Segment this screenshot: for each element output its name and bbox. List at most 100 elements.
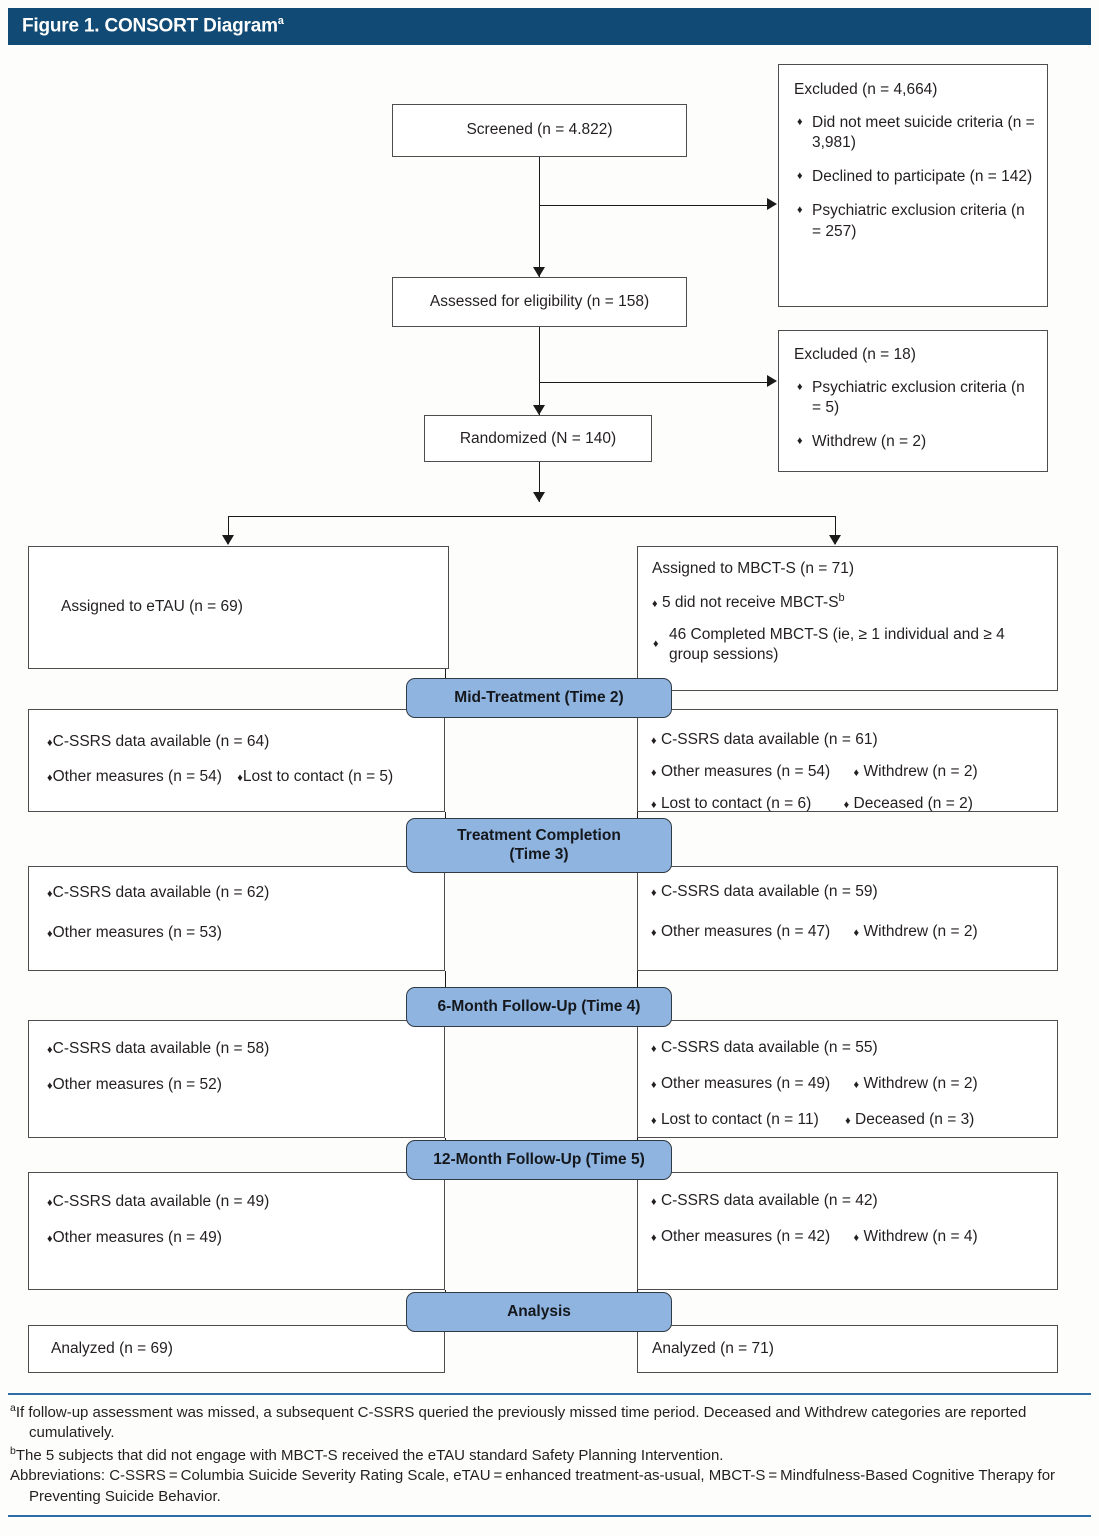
row-line: ♦ C-SSRS data available (n = 59): [651, 883, 878, 901]
bullet-icon: ♦: [653, 638, 659, 650]
arrowhead-randomized-split: [533, 492, 545, 502]
bullet-icon: ♦: [651, 735, 657, 747]
row-text: C-SSRS data available (n = 62): [52, 884, 270, 901]
row-line: ♦ C-SSRS data available (n = 61): [651, 731, 878, 749]
row-line: ♦C-SSRS data available (n = 62): [47, 884, 269, 902]
box-mid-treatment-right: ♦ C-SSRS data available (n = 61) ♦ Other…: [637, 709, 1058, 812]
row-text: Other measures (n = 54): [660, 763, 831, 780]
box-assigned-mbcts-item-1: ♦ 5 did not receive MBCT-Sb: [652, 592, 845, 612]
row-text: C-SSRS data available (n = 59): [660, 883, 878, 900]
row-text: Other measures (n = 42): [660, 1228, 831, 1245]
box-twelve-month-left: ♦C-SSRS data available (n = 49) ♦Other m…: [28, 1172, 445, 1290]
row-line: ♦C-SSRS data available (n = 49): [47, 1193, 269, 1211]
list-item: Psychiatric exclusion criteria (n = 257): [796, 201, 1037, 241]
figure-title-superscript: a: [277, 15, 284, 28]
stage-treatment-completion: Treatment Completion (Time 3): [406, 818, 672, 873]
row-text: Lost to contact (n = 11): [660, 1111, 819, 1128]
box-assigned-etau: Assigned to eTAU (n = 69): [28, 546, 449, 669]
bullet-icon: ♦: [47, 737, 53, 749]
box-assigned-mbcts-item-1-text: 5 did not receive MBCT-S: [661, 594, 839, 612]
footnote-abbreviations: Abbreviations: C-SSRS = Columbia Suicide…: [8, 1466, 1091, 1507]
connector-screened-to-assessed: [539, 157, 540, 277]
bullet-icon: ♦: [651, 767, 657, 779]
arrowhead-randomized: [533, 405, 545, 415]
row-text: C-SSRS data available (n = 58): [52, 1040, 270, 1057]
row-line: ♦C-SSRS data available (n = 58): [47, 1040, 269, 1058]
row-text: C-SSRS data available (n = 42): [660, 1192, 878, 1209]
box-assessed-eligibility: Assessed for eligibility (n = 158): [392, 277, 687, 327]
stage-analysis-label: Analysis: [507, 1302, 571, 1320]
box-assigned-mbcts-item-2-text: 46 Completed MBCT-S (ie, ≥ 1 individual …: [669, 626, 1005, 664]
box-excluded-2-heading: Excluded (n = 18): [794, 346, 916, 363]
bullet-icon: ♦: [47, 1233, 53, 1245]
bullet-icon: ♦: [651, 799, 657, 811]
bullet-icon: ♦: [651, 1079, 657, 1091]
bullet-icon: ♦: [651, 1115, 657, 1127]
footnote-a-text: If follow-up assessment was missed, a su…: [15, 1404, 1027, 1442]
bullet-icon: ♦: [651, 887, 657, 899]
box-screened-label: Screened (n = 4.822): [466, 121, 613, 138]
arrowhead-excluded-1: [767, 198, 777, 210]
footnote-abbreviations-text: Abbreviations: C-SSRS = Columbia Suicide…: [10, 1467, 1056, 1505]
list-item: Withdrew (n = 2): [796, 432, 1037, 452]
row-text: Other measures (n = 52): [52, 1076, 222, 1093]
box-assigned-mbcts-item-2: ♦ 46 Completed MBCT-S (ie, ≥ 1 individua…: [652, 625, 1045, 665]
connector-assessed-to-randomized: [539, 327, 540, 415]
footnote-a-marker: a: [10, 1402, 16, 1414]
figure-title-text: Figure 1. CONSORT Diagram: [22, 15, 278, 37]
box-assigned-mbcts-heading: Assigned to MBCT-S (n = 71): [652, 560, 855, 577]
box-six-month-left: ♦C-SSRS data available (n = 58) ♦Other m…: [28, 1020, 445, 1138]
row-line: ♦ C-SSRS data available (n = 55): [651, 1039, 878, 1057]
arrowhead-excluded-2: [767, 375, 777, 387]
bullet-icon: ♦: [651, 1232, 657, 1244]
box-analysis-right-label: Analyzed (n = 71): [652, 1340, 774, 1357]
box-excluded-2: Excluded (n = 18) Psychiatric exclusion …: [778, 330, 1048, 472]
row-text: C-SSRS data available (n = 49): [52, 1193, 270, 1210]
bullet-icon: ♦: [853, 1079, 860, 1091]
row-text: Other measures (n = 53): [52, 924, 222, 941]
box-twelve-month-right: ♦ C-SSRS data available (n = 42) ♦ Other…: [637, 1172, 1058, 1290]
row-line: ♦ Other measures (n = 49) ♦ Withdrew (n …: [651, 1075, 978, 1093]
box-randomized-label: Randomized (N = 140): [459, 430, 617, 447]
row-line: ♦Other measures (n = 52): [47, 1076, 222, 1094]
footnote-b: bThe 5 subjects that did not engage with…: [8, 1444, 1091, 1466]
row-text: C-SSRS data available (n = 55): [660, 1039, 878, 1056]
footnote-b-marker: b: [10, 1444, 16, 1457]
bullet-icon: ♦: [853, 927, 860, 939]
row-line: ♦Other measures (n = 49): [47, 1229, 222, 1247]
figure-footnotes: aIf follow-up assessment was missed, a s…: [8, 1393, 1091, 1517]
row-text: Other measures (n = 54): [52, 768, 222, 785]
connector-to-excluded-2: [539, 382, 767, 383]
box-treatment-completion-left: ♦C-SSRS data available (n = 62) ♦Other m…: [28, 866, 445, 971]
arrowhead-arm-left: [222, 535, 234, 545]
connector-split-left: [228, 516, 229, 544]
row-text: Other measures (n = 49): [660, 1075, 831, 1092]
footnote-rule-bottom: [8, 1514, 1091, 1517]
box-analysis-right: Analyzed (n = 71): [637, 1325, 1058, 1373]
bullet-icon: ♦: [47, 1044, 53, 1056]
box-assigned-mbcts: Assigned to MBCT-S (n = 71) ♦ 5 did not …: [637, 546, 1058, 691]
box-assessed-eligibility-label: Assessed for eligibility (n = 158): [429, 293, 650, 310]
bullet-icon: ♦: [47, 1080, 53, 1092]
footnote-b-text: The 5 subjects that did not engage with …: [15, 1446, 724, 1464]
row-line: ♦ Other measures (n = 54) ♦ Withdrew (n …: [651, 763, 978, 781]
bullet-icon: ♦: [652, 598, 658, 611]
row-text: Other measures (n = 49): [52, 1229, 222, 1246]
list-item: Did not meet suicide criteria (n = 3,981…: [796, 113, 1037, 153]
page-title: Figure 1. CONSORT Diagrama: [8, 15, 284, 37]
box-treatment-completion-right: ♦ C-SSRS data available (n = 59) ♦ Other…: [637, 866, 1058, 971]
box-randomized: Randomized (N = 140): [424, 415, 652, 462]
bullet-icon: ♦: [47, 928, 53, 940]
bullet-icon: ♦: [853, 1232, 860, 1244]
bullet-icon: ♦: [47, 888, 53, 900]
bullet-icon: ♦: [853, 767, 860, 779]
stage-mid-treatment: Mid-Treatment (Time 2): [406, 678, 672, 718]
row-line: ♦Other measures (n = 53): [47, 924, 222, 942]
row-text: C-SSRS data available (n = 64): [52, 733, 270, 750]
box-assigned-etau-label: Assigned to eTAU (n = 69): [61, 598, 243, 615]
connector-split-horizontal: [228, 516, 836, 517]
list-item: Declined to participate (n = 142): [796, 167, 1037, 187]
stage-mid-treatment-label: Mid-Treatment (Time 2): [454, 688, 624, 706]
stage-twelve-month-follow-up-label: 12-Month Follow-Up (Time 5): [433, 1150, 645, 1168]
